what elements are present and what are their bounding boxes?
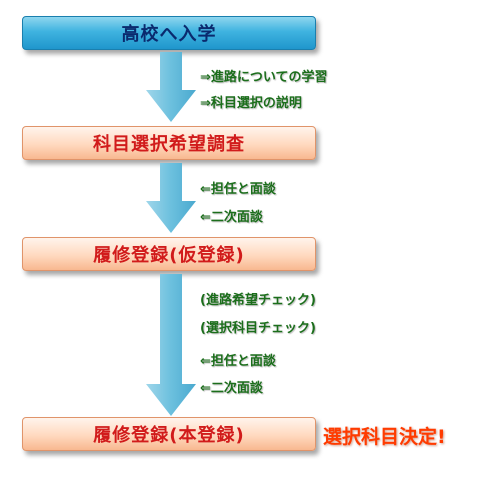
note-second-meeting: ⇐二次面談 [200,210,263,225]
note-subject-explanation: ⇒科目選択の説明 [200,96,302,111]
note-homeroom-meeting: ⇐担任と面談 [200,354,276,369]
step-box-survey: 科目選択希望調査 [22,126,316,160]
step-label: 科目選択希望調査 [93,134,245,155]
down-arrow-icon [146,163,196,233]
note-career-check: (進路希望チェック) [200,293,316,308]
note-second-meeting: ⇐二次面談 [200,381,263,396]
step-box-final: 履修登録(本登録) [22,417,316,451]
step-box-enroll: 高校へ入学 [22,16,316,50]
step-box-provisional: 履修登録(仮登録) [22,237,316,271]
result-label: 選択科目決定! [323,426,446,448]
note-career-study: ⇒進路についての学習 [200,70,328,85]
note-homeroom-meeting: ⇐担任と面談 [200,182,276,197]
step-label: 履修登録(本登録) [93,425,245,446]
step-label: 履修登録(仮登録) [93,245,245,266]
note-subject-check: (選択科目チェック) [200,321,316,336]
down-arrow-icon [146,274,196,416]
step-label: 高校へ入学 [121,24,217,45]
down-arrow-icon [146,52,196,122]
